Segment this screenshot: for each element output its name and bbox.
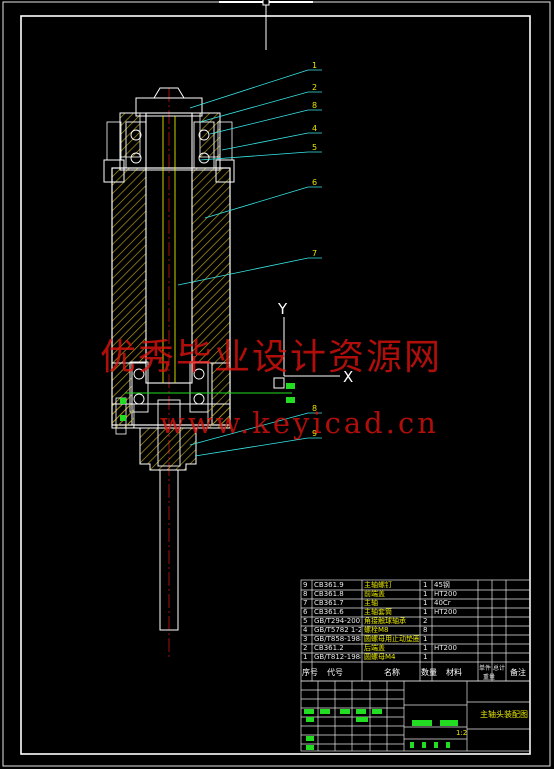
parts-cell-no: 2 bbox=[303, 644, 308, 652]
callout-9: 9 bbox=[312, 429, 317, 438]
header-no: 序号 bbox=[302, 668, 318, 677]
parts-cell-code: GB/T812-1988 bbox=[314, 653, 361, 661]
drawing-scale: 1:2 bbox=[456, 729, 468, 737]
header-unit: 单件 bbox=[479, 665, 492, 672]
parts-cell-no: 6 bbox=[303, 608, 308, 616]
parts-cell-qty: 1 bbox=[423, 581, 428, 589]
parts-cell-no: 4 bbox=[303, 626, 308, 634]
parts-cell-no: 1 bbox=[303, 653, 308, 661]
parts-cell-code: CB361.9 bbox=[314, 581, 344, 589]
parts-cell-code: GB/T858-1988 bbox=[314, 635, 361, 643]
tool-shank bbox=[159, 469, 179, 631]
parts-cell-qty: 1 bbox=[423, 599, 428, 607]
parts-cell-no: 9 bbox=[303, 581, 308, 589]
parts-cell-qty: 2 bbox=[423, 617, 428, 625]
parts-cell-name: 主轴套筒 bbox=[364, 608, 392, 616]
header-code: 代号 bbox=[327, 668, 343, 677]
bolt-right bbox=[217, 121, 233, 161]
parts-cell-no: 8 bbox=[303, 590, 308, 598]
sleeve-outline bbox=[111, 167, 231, 426]
parts-table-grid bbox=[300, 579, 531, 682]
header-material: 材料 bbox=[446, 668, 462, 677]
green-mark-3 bbox=[120, 398, 126, 404]
ucs-x-label: X bbox=[343, 368, 353, 386]
callout-1: 1 bbox=[312, 61, 317, 70]
parts-cell-code: CB361.2 bbox=[314, 644, 344, 652]
nose-inner bbox=[157, 399, 181, 467]
sleeve-left-wall bbox=[111, 167, 147, 364]
parts-cell-material: HT200 bbox=[434, 590, 457, 598]
leader-lines bbox=[177, 69, 322, 457]
parts-cell-qty: 1 bbox=[423, 653, 428, 661]
rear-cap-right-hatch bbox=[199, 112, 221, 158]
header-qty: 数量 bbox=[421, 668, 437, 677]
bolt-left bbox=[106, 121, 122, 161]
parts-cell-qty: 1 bbox=[423, 590, 428, 598]
parts-cell-name: 圆螺母M4 bbox=[364, 653, 396, 661]
ucs-origin bbox=[273, 377, 285, 389]
parts-cell-no: 7 bbox=[303, 599, 308, 607]
header-remark: 备注 bbox=[510, 668, 526, 677]
callout-3: 8 bbox=[312, 101, 317, 110]
callout-2: 2 bbox=[312, 83, 317, 92]
parts-cell-name: 主轴螺钉 bbox=[364, 581, 392, 589]
top-center-node bbox=[262, 0, 270, 6]
title-block-marks bbox=[304, 709, 458, 750]
drawing-title: 主轴头装配图 bbox=[480, 710, 528, 719]
parts-cell-code: CB361.6 bbox=[314, 608, 344, 616]
parts-cell-qty: 1 bbox=[423, 635, 428, 643]
parts-cell-material: HT200 bbox=[434, 644, 457, 652]
callout-5: 5 bbox=[312, 143, 317, 152]
parts-cell-name: 螺栓M8 bbox=[364, 626, 389, 634]
spindle-nose bbox=[139, 427, 197, 471]
spindle-top-cone bbox=[153, 87, 185, 99]
parts-cell-name: 后端盖 bbox=[364, 644, 385, 652]
parts-cell-name: 前端盖 bbox=[364, 590, 385, 598]
parts-cell-code: CB361.7 bbox=[314, 599, 344, 607]
parts-cell-qty: 1 bbox=[423, 608, 428, 616]
title-block-grid bbox=[300, 680, 531, 752]
sleeve-right-wall bbox=[191, 167, 231, 364]
rear-cap-left-hatch bbox=[119, 112, 141, 158]
parts-cell-qty: 1 bbox=[423, 644, 428, 652]
inner-border bbox=[20, 15, 531, 755]
parts-cell-qty: 8 bbox=[423, 626, 428, 634]
callout-8: 8 bbox=[312, 404, 317, 413]
green-mark-4 bbox=[120, 415, 126, 421]
callout-numbers: 1 2 8 4 5 6 7 8 9 bbox=[312, 61, 317, 438]
parts-cell-material: HT200 bbox=[434, 608, 457, 616]
parts-cell-code: CB361.8 bbox=[314, 590, 344, 598]
green-mark-2 bbox=[286, 397, 295, 403]
spindle-shaft bbox=[145, 112, 193, 384]
parts-cell-material: 40Cr bbox=[434, 599, 451, 607]
callout-4: 4 bbox=[312, 124, 317, 133]
parts-cell-no: 3 bbox=[303, 635, 308, 643]
header-weight: 重量 bbox=[483, 674, 496, 681]
header-name: 名称 bbox=[384, 668, 400, 677]
callout-7: 7 bbox=[312, 249, 317, 258]
green-mark-1 bbox=[286, 383, 295, 389]
parts-cell-code: GB/T294-2005 bbox=[314, 617, 361, 625]
header-total: 总计 bbox=[493, 665, 506, 672]
parts-cell-name: 圆螺母用止动垫圈 bbox=[364, 635, 419, 643]
parts-cell-code: GB/T5782 1-2000 bbox=[314, 626, 361, 634]
parts-cell-name: 主轴 bbox=[364, 599, 378, 607]
parts-cell-material: 45钢 bbox=[434, 581, 450, 589]
callout-6: 6 bbox=[312, 178, 317, 187]
ucs-y-label: Y bbox=[277, 300, 288, 318]
parts-cell-name: 角接触球轴承 bbox=[364, 617, 406, 625]
upper-bearings bbox=[125, 121, 215, 169]
parts-cell-no: 5 bbox=[303, 617, 308, 625]
front-cap-right-hatch bbox=[207, 403, 231, 429]
